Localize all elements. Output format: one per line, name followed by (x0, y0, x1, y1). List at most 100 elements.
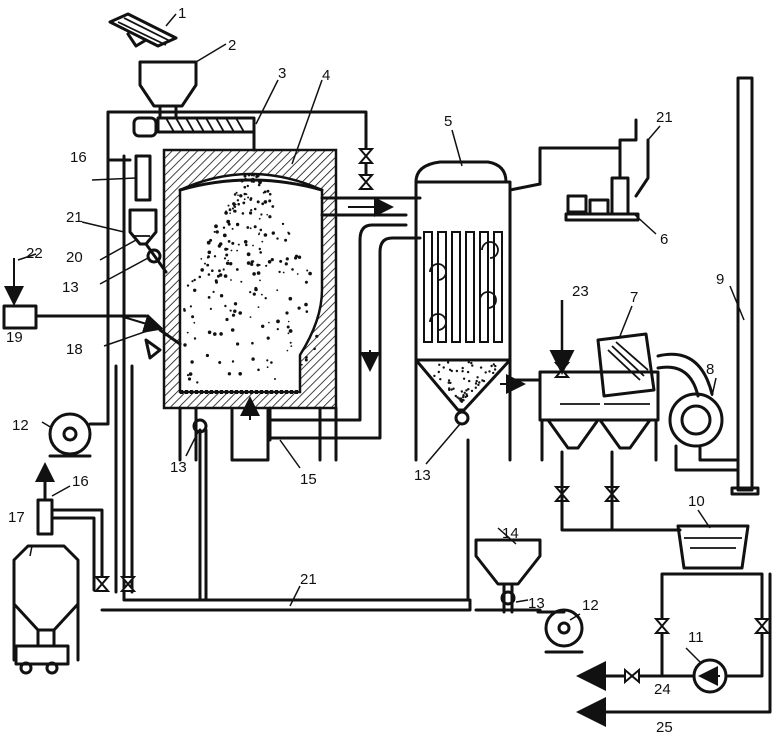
filter-sleeve (493, 231, 503, 343)
pneumatic-line (100, 110, 542, 612)
particle (433, 374, 436, 378)
particle (289, 341, 292, 344)
component-labels: 1 2 3 4 5 6 7 8 9 10 11 12 12 13 13 13 1… (6, 5, 724, 736)
particle (439, 378, 442, 381)
particle (493, 368, 497, 371)
particle (474, 386, 477, 389)
particle (196, 381, 199, 384)
belt-conveyor (108, 12, 178, 48)
particle (193, 337, 197, 340)
particle (223, 274, 228, 278)
particle (305, 310, 309, 313)
wet-scrubber (500, 332, 660, 462)
particle (287, 232, 291, 235)
particle (490, 364, 493, 368)
particle (258, 247, 261, 251)
particle (207, 330, 212, 335)
particle (471, 364, 474, 367)
label-10: 10 (688, 493, 705, 510)
particle (212, 290, 215, 293)
particle (268, 192, 272, 196)
feed-hopper (138, 60, 198, 120)
pump-right (536, 608, 584, 654)
particle (276, 319, 280, 324)
particle (252, 272, 256, 276)
particle (207, 250, 212, 255)
particle (287, 332, 290, 335)
particle (219, 273, 223, 277)
cyclone-bottom (35, 462, 104, 592)
particle (253, 225, 257, 229)
airflow-swirl (479, 291, 497, 309)
particle (297, 306, 301, 310)
particle (235, 222, 240, 227)
label-13b: 13 (170, 459, 187, 476)
particle (284, 238, 288, 242)
particle (266, 359, 269, 362)
particle (193, 288, 197, 292)
particle (243, 198, 246, 201)
particle (442, 366, 445, 369)
particle (235, 191, 238, 194)
label-21c: 21 (300, 571, 317, 588)
particle (226, 248, 229, 251)
chimney-stack (730, 76, 760, 496)
particle (258, 232, 261, 234)
particle (284, 262, 288, 266)
particle (224, 304, 227, 308)
particle (271, 205, 275, 208)
particle (250, 260, 254, 264)
particle (200, 258, 203, 260)
particle (466, 370, 470, 374)
particle (225, 261, 230, 265)
particle (477, 383, 480, 387)
circulation-pump (588, 572, 772, 714)
airflow-swirl (429, 313, 447, 331)
valve-icon (653, 618, 671, 634)
valve-icon (624, 667, 640, 685)
particle (232, 202, 236, 206)
particle (285, 311, 289, 315)
particle (222, 268, 225, 271)
particle (235, 268, 239, 271)
filter-sleeve (479, 231, 489, 343)
particle (240, 280, 243, 283)
label-21a: 21 (66, 209, 83, 226)
filter-sleeves (423, 231, 503, 343)
particle (251, 179, 256, 183)
label-12a: 12 (12, 417, 29, 434)
particle (231, 227, 234, 230)
particle (209, 238, 213, 242)
particle (281, 222, 285, 226)
valve-icon (119, 576, 137, 592)
particle (274, 378, 276, 380)
particle (240, 179, 244, 183)
label-19: 19 (6, 329, 23, 346)
label-16b: 16 (72, 473, 89, 490)
particle (447, 381, 450, 384)
particle (193, 278, 196, 282)
particle (465, 389, 468, 392)
particle (456, 396, 459, 399)
particle (258, 180, 262, 185)
filter-sleeve (437, 231, 447, 343)
particle (468, 379, 471, 383)
particle (186, 374, 190, 377)
particle (263, 200, 268, 204)
particle (265, 264, 268, 267)
particle (228, 208, 232, 212)
particle (191, 315, 195, 319)
particle (462, 377, 466, 380)
particle (290, 345, 293, 347)
particle (478, 381, 481, 384)
particle (238, 372, 242, 376)
particle (231, 241, 235, 245)
label-9: 9 (716, 271, 724, 288)
label-5: 5 (444, 113, 452, 130)
valve-icon (357, 148, 375, 164)
particle (207, 273, 211, 276)
particle (242, 201, 246, 205)
particle (250, 262, 254, 266)
exhaust-fan-unit (508, 118, 650, 222)
